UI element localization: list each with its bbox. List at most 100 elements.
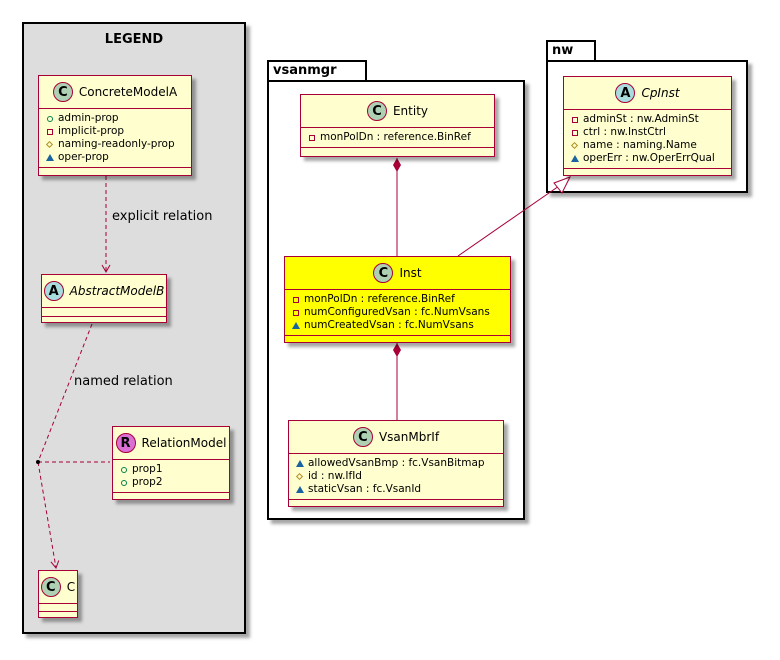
composition-diamond-entity <box>393 158 401 172</box>
class-vsanmbrif[interactable]: C VsanMbrIf allowedVsanBmp : fc.VsanBitm… <box>288 420 504 507</box>
class-attributes <box>39 604 77 612</box>
attribute-row: prop2 <box>119 476 223 489</box>
class-methods <box>564 169 731 177</box>
attribute-row: numCreatedVsan : fc.NumVsans <box>291 319 504 332</box>
protected-visibility-icon <box>45 142 54 147</box>
attribute-row: prop1 <box>119 463 223 476</box>
package-vsanmgr-tab: vsanmgr <box>267 60 367 82</box>
attribute-text: id : nw.IfId <box>308 470 362 482</box>
attribute-text: admin-prop <box>58 112 119 124</box>
class-header: C Inst <box>285 257 510 290</box>
attribute-text: ctrl : nw.InstCtrl <box>583 126 666 138</box>
named-relation-label: named relation <box>74 374 173 389</box>
class-cpinst[interactable]: A CpInst adminSt : nw.AdminSt ctrl : nw.… <box>563 76 732 176</box>
class-attributes: allowedVsanBmp : fc.VsanBitmap id : nw.I… <box>289 454 503 500</box>
relation-junction <box>36 460 40 464</box>
class-header: C VsanMbrIf <box>289 421 503 454</box>
class-name: Entity <box>392 104 429 118</box>
protected-visibility-icon <box>295 474 304 479</box>
attribute-text: monPolDn : reference.BinRef <box>320 131 471 143</box>
private-visibility-icon <box>291 310 300 316</box>
private-visibility-icon <box>570 130 579 136</box>
package-visibility-icon <box>45 154 54 161</box>
class-header: C Entity <box>301 95 494 128</box>
class-name: C <box>66 580 76 594</box>
attribute-row: monPolDn : reference.BinRef <box>291 293 504 306</box>
package-nw-label: nw <box>552 43 574 58</box>
class-header: A CpInst <box>564 77 731 110</box>
class-methods <box>39 168 191 176</box>
class-attributes: prop1 prop2 <box>113 460 229 493</box>
package-vsanmgr-label: vsanmgr <box>273 63 337 78</box>
private-visibility-icon <box>307 135 316 141</box>
class-attributes: monPolDn : reference.BinRef numConfigure… <box>285 290 510 336</box>
class-attributes: admin-prop implicit-prop naming-readonly… <box>39 109 191 168</box>
class-abstract-model-b[interactable]: A AbstractModelB <box>41 274 167 323</box>
attribute-row: admin-prop <box>45 112 185 125</box>
attribute-text: numCreatedVsan : fc.NumVsans <box>304 319 474 331</box>
generalization-arrowhead <box>553 176 572 194</box>
attribute-row: naming-readonly-prop <box>45 138 185 151</box>
named-relation-edge <box>37 323 93 463</box>
attribute-row: monPolDn : reference.BinRef <box>307 131 488 144</box>
package-visibility-icon <box>295 460 304 467</box>
public-visibility-icon <box>119 480 128 486</box>
class-methods <box>289 500 503 508</box>
class-methods <box>113 493 229 501</box>
attribute-text: prop1 <box>132 463 163 475</box>
composition-diamond-inst <box>393 343 401 357</box>
attribute-row: adminSt : nw.AdminSt <box>570 113 725 126</box>
class-inst[interactable]: C Inst monPolDn : reference.BinRef numCo… <box>284 256 511 343</box>
class-header: A AbstractModelB <box>42 275 166 308</box>
attribute-row: implicit-prop <box>45 125 185 138</box>
class-stereotype-icon: C <box>366 101 387 121</box>
class-methods <box>39 612 77 620</box>
explicit-relation-label: explicit relation <box>112 209 213 224</box>
class-name: AbstractModelB <box>69 284 165 298</box>
attribute-text: numConfiguredVsan : fc.NumVsans <box>304 306 490 318</box>
attribute-text: staticVsan : fc.VsanId <box>308 483 422 495</box>
class-header: C C <box>39 571 77 604</box>
class-methods <box>301 148 494 156</box>
attribute-text: allowedVsanBmp : fc.VsanBitmap <box>308 457 485 469</box>
attribute-text: implicit-prop <box>58 125 125 137</box>
class-stereotype-icon: C <box>40 577 61 597</box>
public-visibility-icon <box>119 467 128 473</box>
attribute-text: naming-readonly-prop <box>58 138 175 150</box>
class-name: Inst <box>399 266 422 280</box>
attribute-text: operErr : nw.OperErrQual <box>583 152 715 164</box>
class-c[interactable]: C C <box>38 570 78 618</box>
private-visibility-icon <box>291 297 300 303</box>
class-relation-model[interactable]: R RelationModel prop1 prop2 <box>112 426 230 500</box>
class-stereotype-icon: A <box>615 83 636 103</box>
class-stereotype-icon: A <box>43 281 64 301</box>
attribute-text: name : naming.Name <box>583 139 697 151</box>
class-methods <box>42 317 166 325</box>
public-visibility-icon <box>45 116 54 122</box>
private-visibility-icon <box>570 117 579 123</box>
attribute-text: monPolDn : reference.BinRef <box>304 293 455 305</box>
class-methods <box>285 336 510 344</box>
class-header: C ConcreteModelA <box>39 76 191 109</box>
class-name: RelationModel <box>141 436 227 450</box>
attribute-text: oper-prop <box>58 151 109 163</box>
class-name: CpInst <box>641 86 680 100</box>
legend-title: LEGEND <box>104 32 164 47</box>
class-header: R RelationModel <box>113 427 229 460</box>
class-stereotype-icon: C <box>352 427 373 447</box>
private-visibility-icon <box>45 129 54 135</box>
attribute-row: name : naming.Name <box>570 139 725 152</box>
class-attributes: monPolDn : reference.BinRef <box>301 128 494 148</box>
attribute-row: ctrl : nw.InstCtrl <box>570 126 725 139</box>
class-stereotype-icon: C <box>373 263 394 283</box>
protected-visibility-icon <box>570 143 579 148</box>
class-concrete-model-a[interactable]: C ConcreteModelA admin-prop implicit-pro… <box>38 75 192 176</box>
named-relation-target-edge <box>37 461 60 569</box>
package-nw-tab: nw <box>546 40 596 62</box>
attribute-row: oper-prop <box>45 151 185 164</box>
package-visibility-icon <box>295 486 304 493</box>
class-stereotype-icon: C <box>52 82 73 102</box>
class-entity[interactable]: C Entity monPolDn : reference.BinRef <box>300 94 495 157</box>
attribute-row: operErr : nw.OperErrQual <box>570 152 725 165</box>
